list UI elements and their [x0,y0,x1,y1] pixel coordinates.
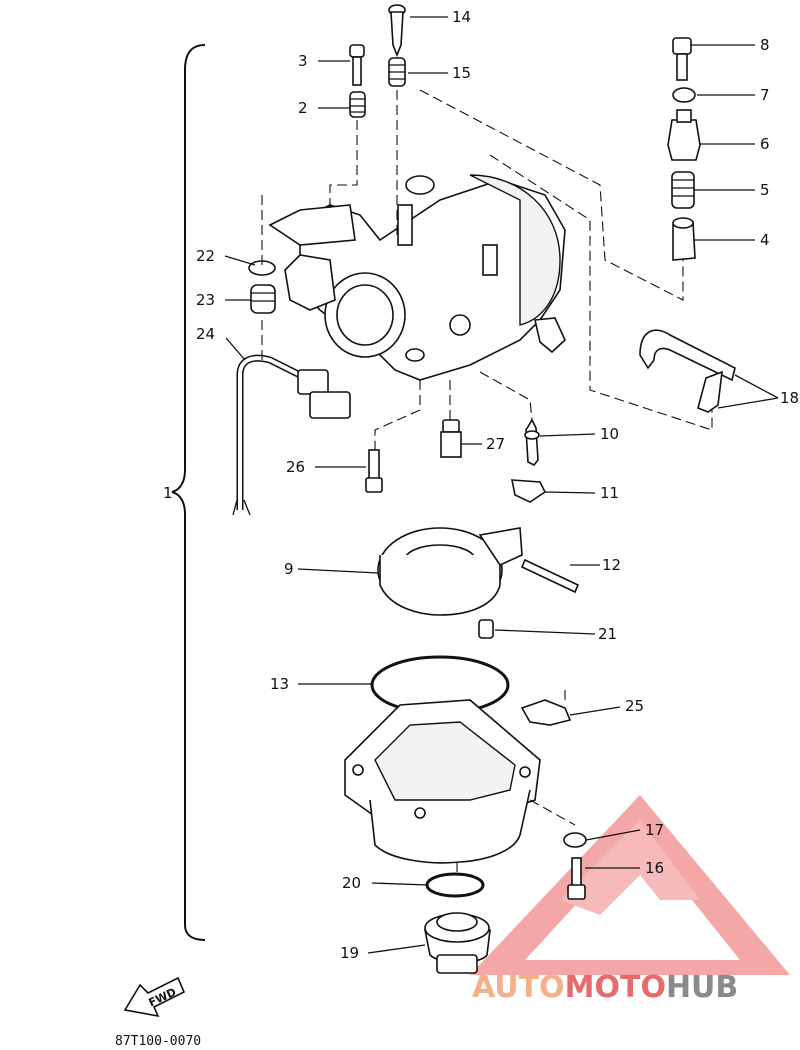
part-14-screw [388,4,406,58]
assembly-brace [171,44,206,941]
float-bowl [344,699,541,864]
callout-17: 17 [645,821,664,839]
part-20-o-ring [425,872,485,898]
watermark-hub: HUB [666,970,738,1005]
callout-20: 20 [342,874,361,892]
part-10-float-needle [524,418,540,467]
callout-27: 27 [486,435,505,453]
part-24-sensor [232,354,351,516]
part-25-bracket [520,699,572,726]
part-16-screw [567,857,586,900]
callout-16: 16 [645,859,664,877]
part-8-screw [672,37,692,81]
part-23-spring [250,284,276,314]
assembly-dashed-lines [261,89,713,875]
part-21-screw [478,619,494,639]
part-12-pin [520,558,580,594]
callout-leaders [224,16,779,954]
fwd-arrow-icon: FWD [123,976,186,1018]
callout-8: 8 [760,36,770,54]
watermark-auto: AUTO [472,970,565,1005]
callout-5: 5 [760,181,770,199]
callout-25: 25 [625,697,644,715]
part-3-screw [349,44,365,86]
part-7-washer [672,87,696,103]
part-17-washer [563,832,587,848]
carburetor-body [268,174,566,381]
callout-12: 12 [602,556,621,574]
part-26-screw [365,449,383,493]
callout-4: 4 [760,231,770,249]
callout-21: 21 [598,625,617,643]
part-6-needle-valve-seat [667,109,701,161]
part-27-jet [440,419,462,458]
part-15-spring [388,57,406,87]
callout-2: 2 [298,99,308,117]
watermark-moto: MOTO [565,970,666,1005]
callout-22: 22 [196,247,215,265]
assembly-label: 1 [163,484,173,502]
diagram-code: 87T100-0070 [115,1034,201,1049]
part-11-clip [511,479,547,503]
watermark-wordmark: AUTOMOTOHUB [472,970,738,1005]
callout-23: 23 [196,291,215,309]
callout-labels: 3 2 14 15 8 7 6 5 4 18 22 23 24 26 27 10… [163,8,799,962]
callout-6: 6 [760,135,770,153]
part-4-piston [672,217,696,261]
part-2-spring [349,91,366,118]
callout-11: 11 [600,484,619,502]
callout-19: 19 [340,944,359,962]
callout-15: 15 [452,64,471,82]
part-19-drain-plug [424,912,491,974]
part-9-float [377,527,523,616]
part-18-hose [639,329,736,413]
callout-3: 3 [298,52,308,70]
callout-18: 18 [780,389,799,407]
callout-26: 26 [286,458,305,476]
callout-14: 14 [452,8,471,26]
callout-9: 9 [284,560,294,578]
callout-24: 24 [196,325,215,343]
callout-7: 7 [760,86,770,104]
callout-10: 10 [600,425,619,443]
part-5-spring [671,171,695,209]
callout-13: 13 [270,675,289,693]
svg-text:AUTOMOTOHUB: AUTOMOTOHUB [472,970,738,1005]
